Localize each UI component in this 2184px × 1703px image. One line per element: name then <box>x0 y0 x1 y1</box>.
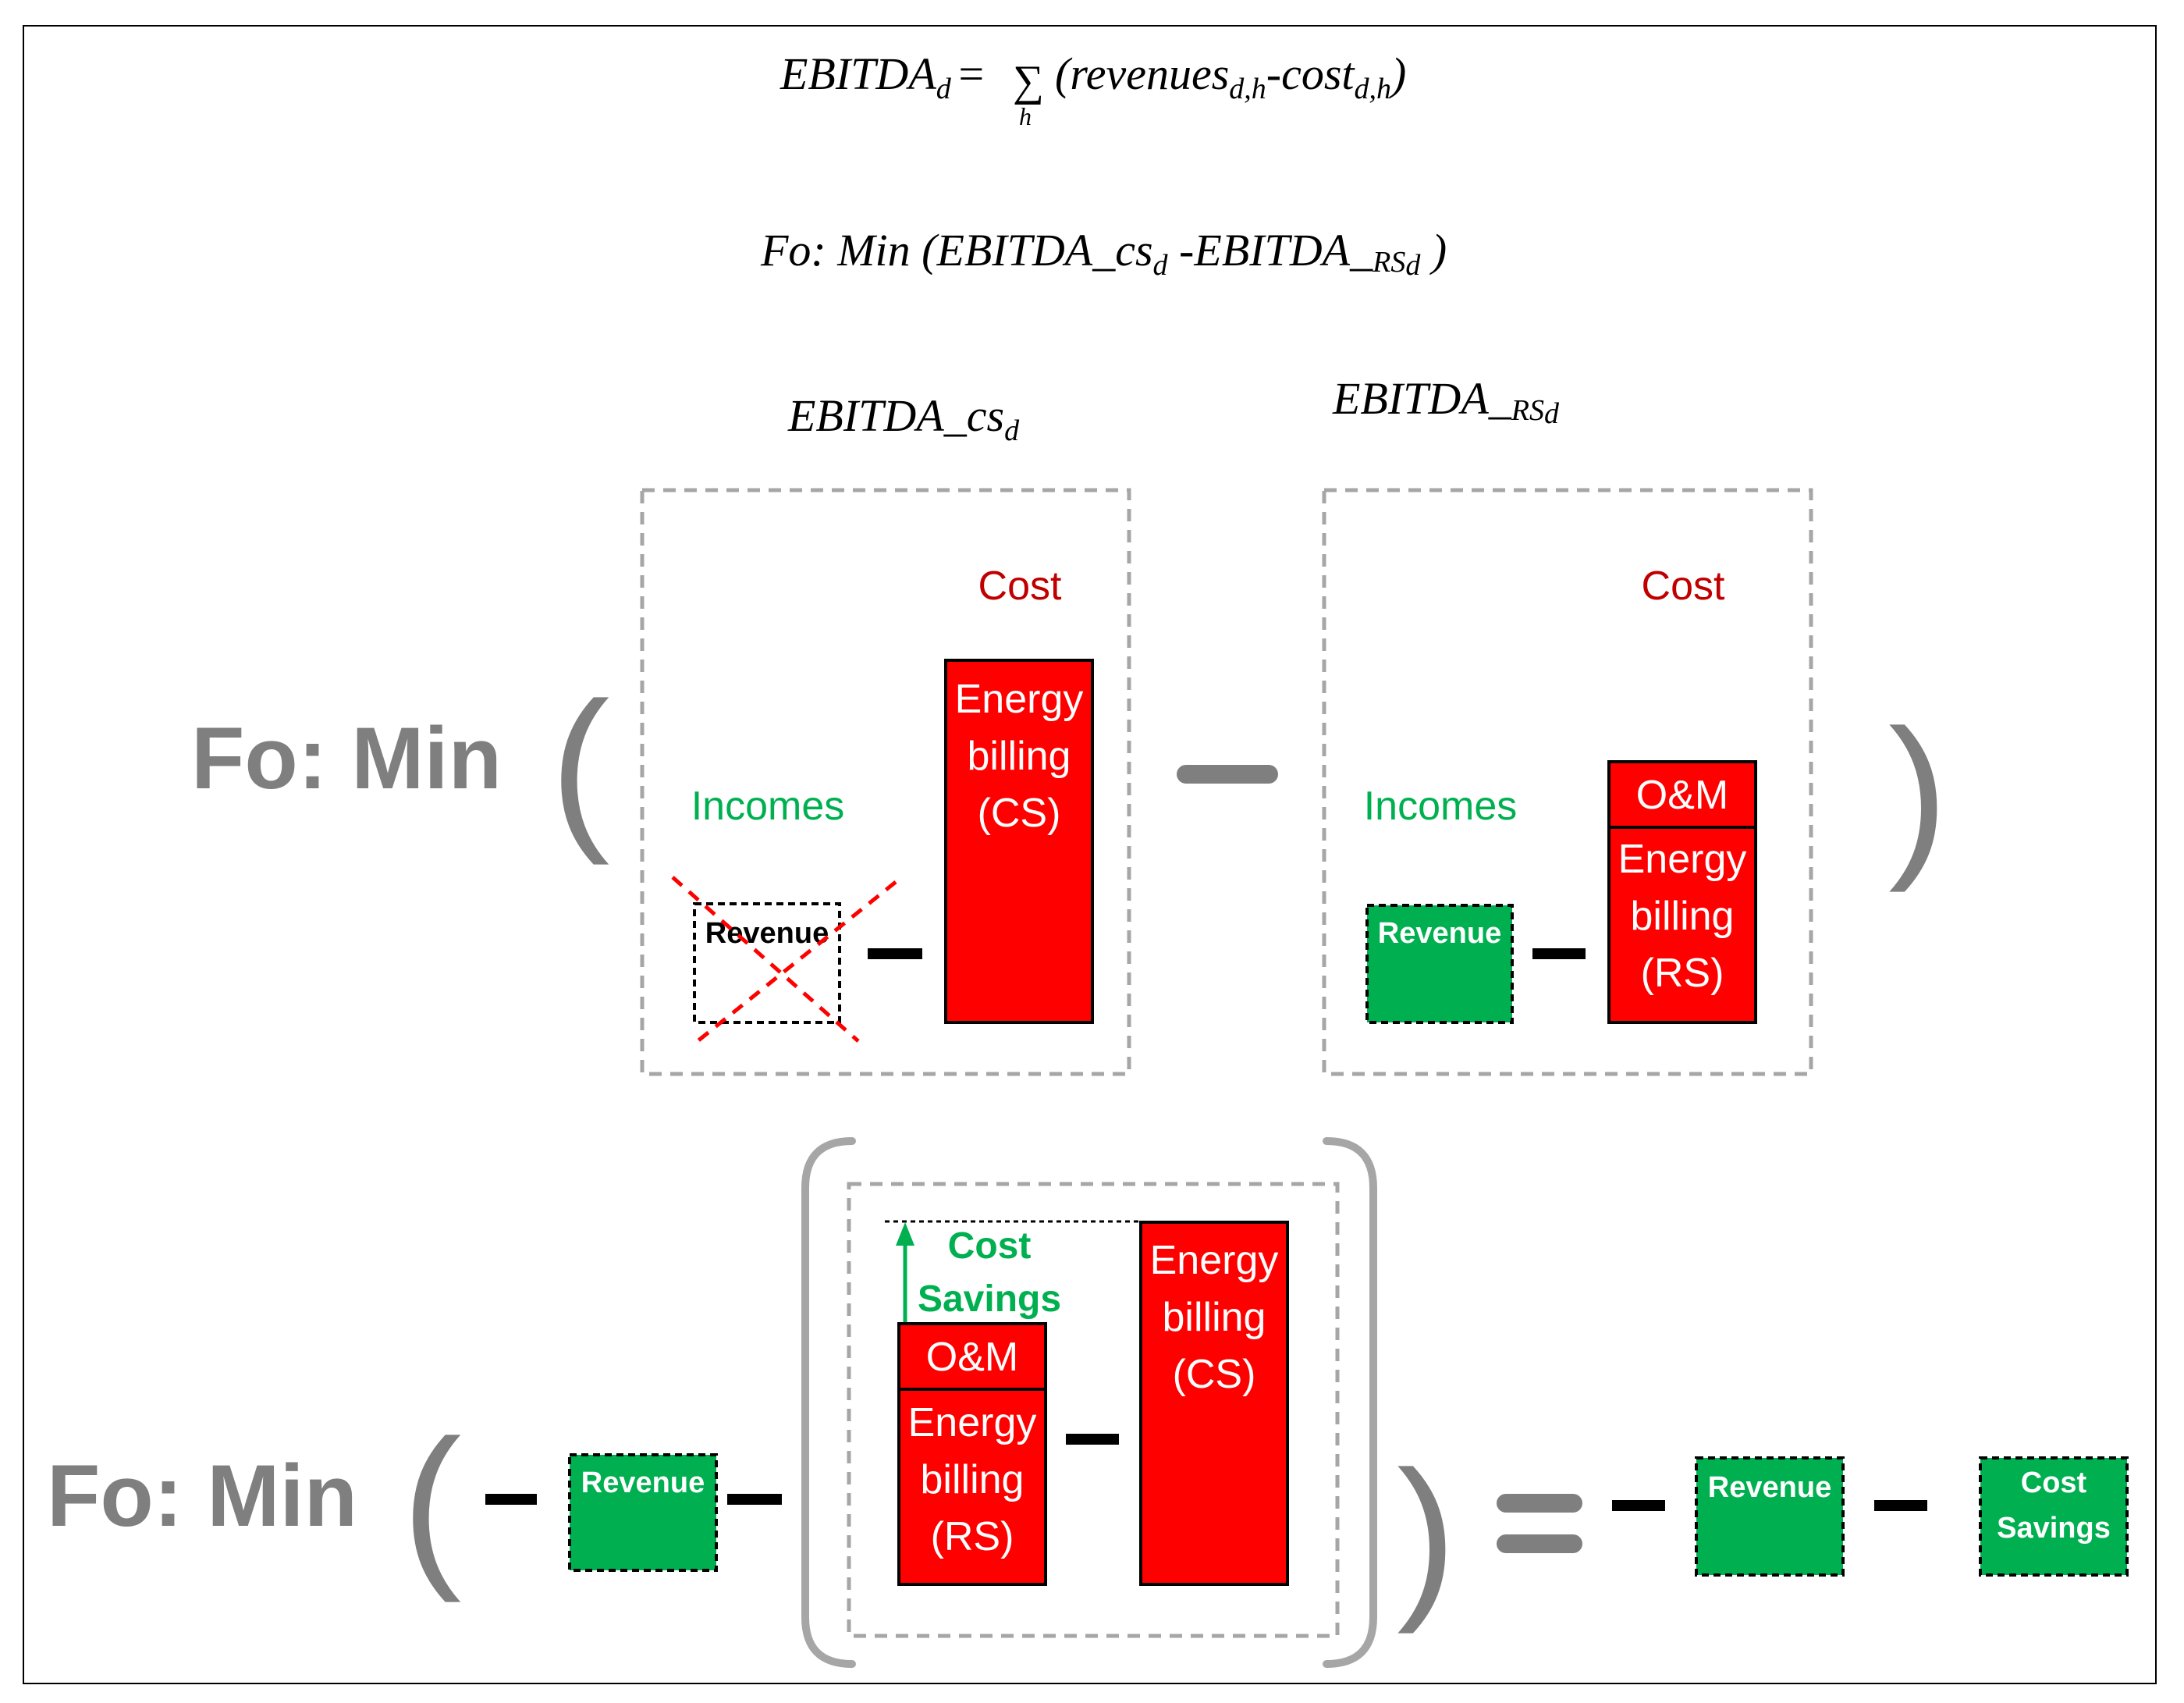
row2-energy-rs-line-2: billing <box>921 1457 1025 1502</box>
outer-frame <box>23 25 2157 1684</box>
panel-rs-energy-line-1: Energy <box>1618 837 1747 882</box>
result-revenue-box <box>1695 1456 1845 1577</box>
panel-cs-title: EBITDA_csd <box>787 390 1020 447</box>
panel-cs-revenue-box <box>693 902 841 1024</box>
result-minus-2 <box>1874 1500 1927 1511</box>
panel-rs-energy-line-2: billing <box>1631 894 1735 939</box>
row2-energy-cs-line-2: billing <box>1163 1295 1266 1340</box>
row2-savings-line-1: Cost <box>948 1225 1032 1267</box>
row2-energy-billing-cs <box>1139 1221 1289 1586</box>
ebitda-definition-formula: EBITDAd= ∑ h (revenuesd,h-costd,h) <box>779 48 1406 130</box>
panel-rs-energy-line-3: (RS) <box>1641 951 1724 996</box>
panel-cs-minus <box>868 948 922 959</box>
result-cost-savings-box <box>1979 1456 2129 1577</box>
formula-equals: = <box>956 48 986 99</box>
panel-cs-energy-line-1: Energy <box>955 677 1084 722</box>
panel-cs: Cost Incomes Revenue Energy billing (CS) <box>640 488 1131 1076</box>
row2-minus-inner <box>1066 1434 1119 1445</box>
formula-sub-dh-2: d,h <box>1355 73 1392 105</box>
panel-cs-cost-label: Cost <box>978 564 1062 609</box>
row2-energy-cs-line-1: Energy <box>1150 1238 1279 1283</box>
panel-cs-energy-line-2: billing <box>968 734 1071 779</box>
row1-open-paren: ( <box>550 665 610 866</box>
row2-bracket-left <box>801 1137 856 1668</box>
row2-savings-line-2: Savings <box>918 1278 1061 1320</box>
row2-minus-1 <box>485 1494 537 1505</box>
svg-text:EBITDAd=: EBITDAd= <box>779 48 986 105</box>
row2-revenue-label: Revenue <box>581 1467 705 1499</box>
sigma-symbol: ∑ <box>1013 57 1044 105</box>
row2-energy-rs-line-1: Energy <box>908 1400 1037 1445</box>
panel-rs-title: EBITDA_RSd <box>1332 373 1560 430</box>
objective-formula: Fo: Min (EBITDA_csd -EBITDA_RSd ) <box>760 225 1447 282</box>
panel-rs-minus <box>1532 948 1586 959</box>
row2-minus-2 <box>727 1494 782 1505</box>
equals-bar-top <box>1497 1494 1582 1513</box>
result-savings-line-1: Cost <box>2021 1467 2087 1499</box>
formula-sub-dh-1: d,h <box>1229 73 1266 105</box>
cost-savings-arrow-head <box>896 1222 914 1246</box>
revenue-cross-line-2 <box>696 880 897 1043</box>
panel-rs-revenue-label: Revenue <box>1378 917 1501 950</box>
equals-bar-bottom <box>1497 1534 1582 1553</box>
panel-cs-energy-billing-cs <box>944 659 1094 1024</box>
result-savings-line-2: Savings <box>1997 1512 2111 1545</box>
formula-sub-d: d <box>936 73 952 105</box>
panel-rs-frame <box>1322 488 1813 1076</box>
formula-revenues: (revenues <box>1055 48 1229 99</box>
revenue-cross-line-1 <box>671 876 860 1043</box>
row2-revenue-box <box>568 1453 718 1572</box>
panel-cs-energy-line-3: (CS) <box>978 791 1061 836</box>
result-minus-1 <box>1612 1500 1665 1511</box>
row2-om-label: O&M <box>926 1335 1018 1380</box>
panel-rs-incomes-label: Incomes <box>1364 784 1518 829</box>
row2-open-paren: ( <box>402 1403 462 1603</box>
formula-ebitda: EBITDA <box>779 48 936 99</box>
panel-rs-cost-label: Cost <box>1642 564 1725 609</box>
panel-rs-energy-billing-rs <box>1607 826 1757 1024</box>
row2-energy-cs-line-3: (CS) <box>1173 1352 1256 1397</box>
panel-rs-om-label: O&M <box>1636 773 1728 818</box>
row1-fo-min: Fo: Min <box>191 709 502 807</box>
svg-text:(revenuesd,h-costd,h): (revenuesd,h-costd,h) <box>1055 48 1406 105</box>
row2-energy-rs-line-3: (RS) <box>931 1514 1014 1559</box>
row2-close-paren: ) <box>1397 1434 1457 1634</box>
result-revenue-label: Revenue <box>1708 1471 1831 1504</box>
row2-fo-min: Fo: Min <box>47 1447 357 1545</box>
panel-cs-frame <box>640 488 1131 1076</box>
panel-cs-incomes-label: Incomes <box>691 784 845 829</box>
panel-rs-om-box <box>1607 760 1757 829</box>
panel-rs-revenue-box <box>1365 904 1514 1024</box>
row1-close-paren: ) <box>1888 692 1948 893</box>
row1-big-minus <box>1177 765 1278 784</box>
formula-close: ) <box>1389 48 1406 99</box>
sigma-subscript: h <box>1019 102 1032 130</box>
row2-bracket-right <box>1323 1137 1377 1668</box>
row2-energy-billing-rs <box>897 1388 1047 1586</box>
formula-cost: -cost <box>1266 48 1356 99</box>
row2-inner-frame <box>847 1182 1340 1638</box>
panel-rs: Cost Incomes Revenue O&M Energy billing … <box>1322 488 1813 1076</box>
